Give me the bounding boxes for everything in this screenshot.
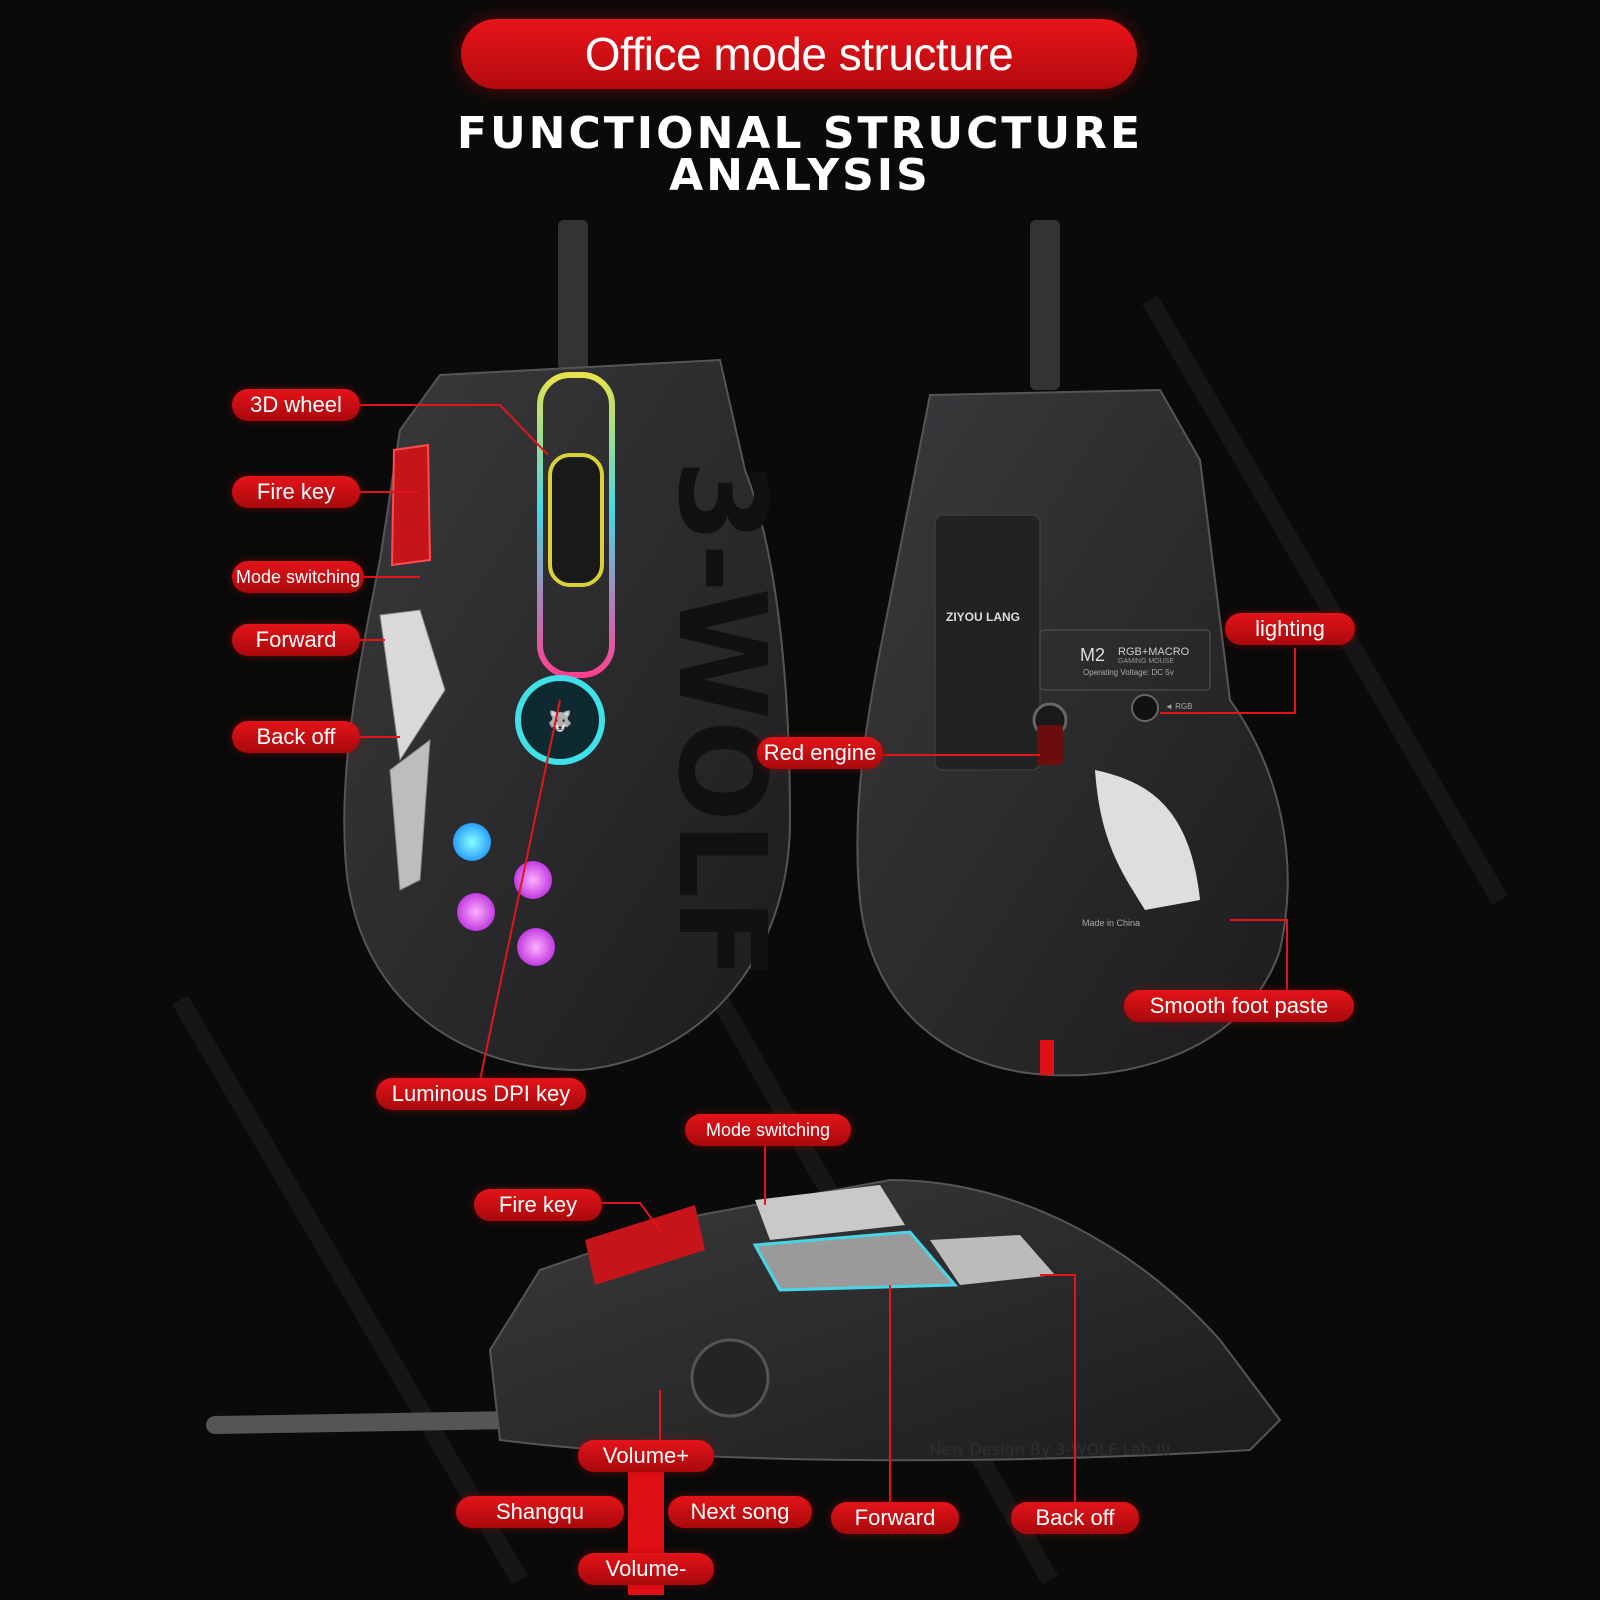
mouse-bottom-view bbox=[856, 220, 1289, 1077]
label-back-off-top: Back off bbox=[232, 721, 360, 753]
label-volume-plus: Volume+ bbox=[578, 1440, 714, 1472]
label-lighting: lighting bbox=[1225, 613, 1355, 645]
bottom-model: M2 bbox=[1080, 645, 1106, 665]
bottom-model-sub: RGB+MACRO bbox=[1118, 646, 1190, 658]
label-fire-key-top: Fire key bbox=[232, 476, 360, 508]
title-banner: Office mode structure bbox=[461, 19, 1137, 89]
mouse-top-view: 🐺 3-WOLF bbox=[343, 220, 792, 1072]
brand-print: 3-WOLF bbox=[651, 460, 790, 981]
label-next-song: Next song bbox=[668, 1496, 812, 1528]
label-forward-top: Forward bbox=[232, 624, 360, 656]
headline-line2: ANALYSIS bbox=[669, 150, 931, 201]
bottom-voltage: Operating Voltage: DC 5v bbox=[1083, 668, 1174, 677]
label-luminous-dpi: Luminous DPI key bbox=[376, 1078, 586, 1110]
headline-line1: FUNCTIONAL STRUCTURE bbox=[456, 108, 1144, 159]
bottom-made-in: Made in China bbox=[1082, 918, 1141, 928]
label-mode-switching-side: Mode switching bbox=[685, 1114, 851, 1146]
label-volume-minus: Volume- bbox=[578, 1553, 714, 1585]
label-forward-side: Forward bbox=[831, 1502, 959, 1534]
label-back-off-side: Back off bbox=[1011, 1502, 1139, 1534]
label-fire-key-side: Fire key bbox=[474, 1189, 602, 1221]
svg-text:🐺: 🐺 bbox=[548, 709, 573, 733]
label-red-engine: Red engine bbox=[757, 737, 883, 769]
label-3d-wheel: 3D wheel bbox=[232, 389, 360, 421]
label-smooth-foot: Smooth foot paste bbox=[1124, 990, 1354, 1022]
mouse-side-view: New Design By 3-WOLF Lab III bbox=[206, 1178, 1282, 1462]
bottom-rgb: ◄ RGB bbox=[1165, 702, 1193, 711]
label-shangqu: Shangqu bbox=[456, 1496, 624, 1528]
side-print: New Design By 3-WOLF Lab III bbox=[930, 1440, 1171, 1459]
bottom-model-sub2: GAMING MOUSE bbox=[1118, 658, 1175, 665]
bottom-logo-text: ZIYOU LANG bbox=[946, 610, 1020, 624]
label-mode-switching-top: Mode switching bbox=[232, 561, 364, 593]
